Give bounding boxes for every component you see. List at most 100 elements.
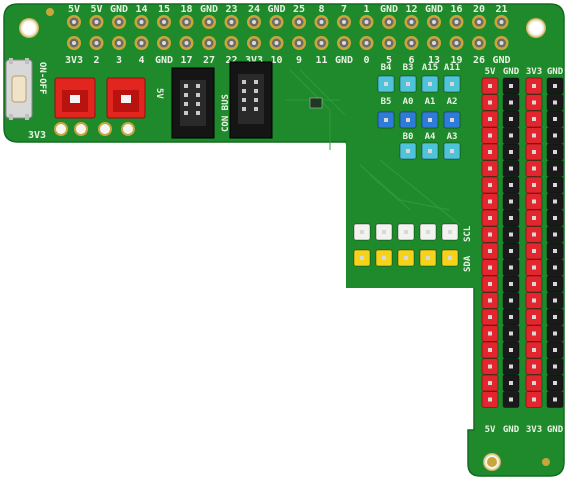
analog-pin[interactable] [399,111,417,129]
i2c-pin-white[interactable] [353,223,371,241]
rail-pin[interactable] [481,275,499,293]
rail-pin[interactable] [502,358,520,375]
rail-pin[interactable] [481,374,499,392]
i2c-pin-white[interactable] [441,223,459,241]
rail-pin[interactable] [546,226,564,243]
rail-pin[interactable] [546,77,564,95]
gpio-pin-hole[interactable] [89,36,104,50]
i2c-pin-yellow[interactable] [375,249,393,267]
rail-pin[interactable] [502,341,520,359]
gpio-pin-hole[interactable] [89,15,104,29]
i2c-header-white[interactable] [353,223,459,241]
rail-pin[interactable] [481,77,499,95]
gpio-pin-hole[interactable] [314,15,329,29]
rail-pin[interactable] [502,242,520,260]
rail-pin[interactable] [525,358,543,375]
gpio-pin-hole[interactable] [112,15,126,29]
rail-pin[interactable] [546,242,564,260]
rail-pin[interactable] [481,94,499,111]
analog-pin[interactable] [421,75,439,93]
gpio-pin-hole[interactable] [427,36,441,50]
gpio-pin-hole[interactable] [427,15,441,29]
gpio-pin-hole[interactable] [112,36,126,50]
gpio-pin-hole[interactable] [359,15,374,29]
rail-pin[interactable] [546,94,564,111]
rail-pin[interactable] [481,292,499,309]
rail-pin[interactable] [546,308,564,326]
gpio-pin-hole[interactable] [494,36,509,50]
rail-pin[interactable] [481,160,499,177]
rail-pin[interactable] [525,209,543,227]
rail-pin[interactable] [502,374,520,392]
rail-pin[interactable] [525,77,543,95]
gpio-pin-hole[interactable] [337,15,351,29]
rail-pin[interactable] [481,127,499,144]
rail-pin[interactable] [546,160,564,177]
rail-pin[interactable] [525,176,543,194]
rail-pin[interactable] [502,160,520,177]
gpio-pin-hole[interactable] [382,15,396,29]
analog-pin[interactable] [377,75,395,93]
gpio-pin-hole[interactable] [247,15,261,29]
rail-pin[interactable] [481,110,499,128]
ribbon-connector-right[interactable] [229,61,273,139]
rail-pin[interactable] [502,209,520,227]
gpio-pin-hole[interactable] [359,36,374,50]
rail-pin[interactable] [525,242,543,260]
power-connector-5v[interactable] [54,77,96,119]
rail-pin[interactable] [546,209,564,227]
i2c-pin-yellow[interactable] [419,249,437,267]
analog-header-row3[interactable] [399,142,461,160]
rail-pin[interactable] [525,94,543,111]
gpio-pin-hole[interactable] [472,15,486,29]
analog-pin[interactable] [443,75,461,93]
gpio-pin-hole[interactable] [224,15,239,29]
rail-pin[interactable] [546,358,564,375]
rail-pin[interactable] [481,391,499,408]
analog-pin[interactable] [443,111,461,129]
rail-pin[interactable] [525,127,543,144]
analog-pin[interactable] [421,142,439,160]
rail-pin[interactable] [481,226,499,243]
gpio-pin-hole[interactable] [157,15,171,29]
rail-pin[interactable] [502,193,520,210]
gpio-pin-hole[interactable] [179,15,194,29]
rail-pin[interactable] [502,292,520,309]
rail-pin[interactable] [546,193,564,210]
gpio-pin-hole[interactable] [247,36,261,50]
analog-pin[interactable] [377,111,395,129]
rail-pin[interactable] [502,176,520,194]
gpio-pin-hole[interactable] [224,36,239,50]
gpio-pin-hole[interactable] [337,36,351,50]
rail-pin[interactable] [546,176,564,194]
i2c-pin-white[interactable] [419,223,437,241]
rail-pin[interactable] [481,259,499,276]
gpio-pin-hole[interactable] [269,36,284,50]
gpio-pin-hole[interactable] [404,36,419,50]
rail-pin[interactable] [481,143,499,161]
rail-pin[interactable] [481,308,499,326]
gpio-pin-hole[interactable] [472,36,486,50]
rail-pin[interactable] [502,275,520,293]
gpio-pin-hole[interactable] [494,15,509,29]
rail-pin[interactable] [481,358,499,375]
gpio-pin-hole[interactable] [404,15,419,29]
gpio-pin-hole[interactable] [179,36,194,50]
i2c-pin-yellow[interactable] [353,249,371,267]
rail-pin[interactable] [546,325,564,342]
rail-pin[interactable] [502,127,520,144]
power-connector-3v3[interactable] [106,77,146,119]
rail-pin[interactable] [481,193,499,210]
gpio-pin-hole[interactable] [202,15,216,29]
rail-pin[interactable] [525,110,543,128]
rail-pin[interactable] [546,127,564,144]
gpio-pin-hole[interactable] [157,36,171,50]
rail-pin[interactable] [525,325,543,342]
rail-pin[interactable] [546,341,564,359]
i2c-header-yellow[interactable] [353,249,459,267]
rail-pin[interactable] [525,259,543,276]
analog-pin[interactable] [421,111,439,129]
analog-header-row1[interactable] [377,75,461,93]
rail-pin[interactable] [525,143,543,161]
rail-pin[interactable] [546,110,564,128]
